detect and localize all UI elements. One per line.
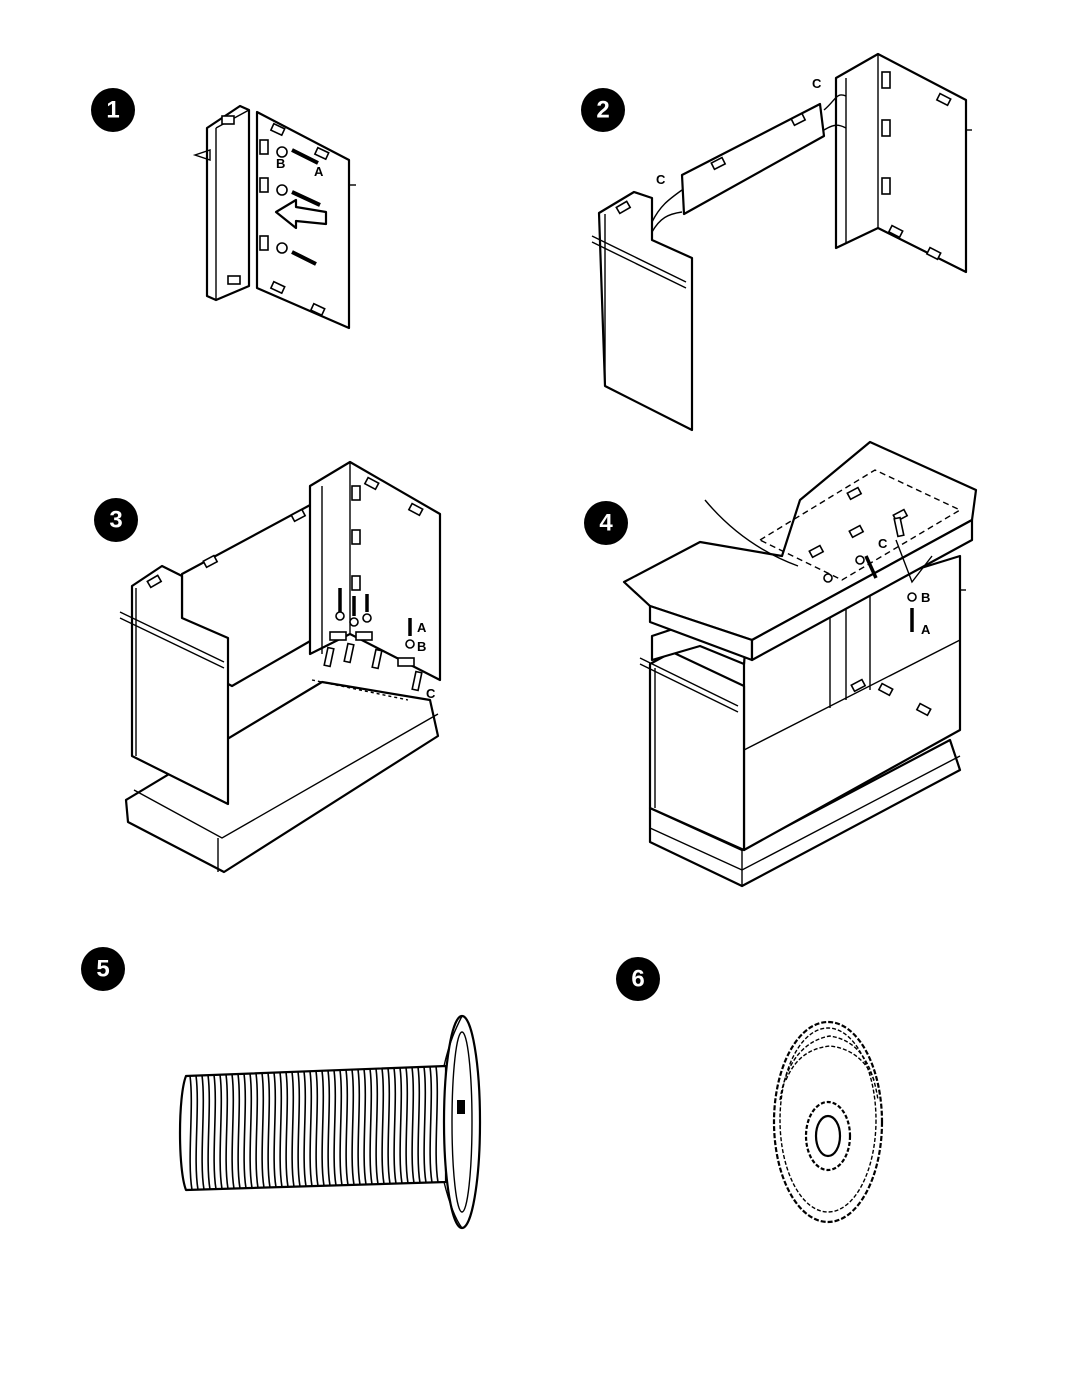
right-side-panel (834, 52, 968, 274)
thread-line (201, 1075, 205, 1190)
label-b: B (276, 156, 285, 171)
thread-line (213, 1074, 217, 1190)
thread-line (357, 1069, 361, 1185)
label-c: C (878, 536, 888, 551)
screw-a (291, 148, 321, 266)
thread-line (321, 1070, 325, 1186)
step-4: 4 C (584, 440, 978, 888)
step-4-badge (584, 501, 628, 545)
washer-closeup-icon (772, 1020, 884, 1224)
thread-line (333, 1070, 337, 1186)
thread-line (243, 1073, 247, 1189)
thread-line (381, 1068, 385, 1185)
thread-line (375, 1068, 379, 1185)
step-2-number: 2 (596, 97, 609, 124)
label-b: B (417, 639, 426, 654)
top-side-edge (750, 518, 974, 662)
thread-line (225, 1074, 229, 1189)
thread-line (285, 1072, 289, 1188)
left-side-panel (597, 190, 694, 432)
screw-closeup-icon (178, 1014, 482, 1230)
thread-line (249, 1073, 253, 1189)
thread-line (399, 1067, 403, 1184)
step-6-number: 6 (631, 966, 644, 993)
thread-line (303, 1071, 307, 1187)
thread-line (231, 1074, 235, 1189)
thread-line (339, 1069, 343, 1186)
step-2-badge (581, 88, 625, 132)
thread-line (237, 1073, 241, 1189)
label-a: A (314, 164, 324, 179)
thread-line (351, 1069, 355, 1186)
thread-line (423, 1066, 427, 1183)
step-5-number: 5 (96, 956, 109, 983)
back-rail (680, 102, 826, 216)
step-5-badge (81, 947, 125, 991)
direction-arrow-icon (274, 198, 328, 230)
label-c-top: C (812, 76, 822, 91)
step-6-badge (616, 957, 660, 1001)
step-4-number: 4 (599, 510, 613, 537)
washer-b (335, 611, 415, 649)
thread-line (435, 1066, 439, 1183)
label-a: A (921, 622, 931, 637)
thread-line (279, 1072, 283, 1188)
step-1-badge (91, 88, 135, 132)
label-a: A (417, 620, 427, 635)
step-2: 2 C C (581, 52, 972, 432)
thread-line (291, 1071, 295, 1187)
thread-line (255, 1073, 259, 1188)
thread-line (273, 1072, 277, 1188)
step-5: 5 (81, 947, 482, 1230)
thread-line (387, 1068, 391, 1184)
step-3: 3 (94, 460, 442, 874)
thread-line (393, 1067, 397, 1184)
thread-line (195, 1075, 199, 1190)
washer-b (276, 146, 288, 254)
label-c: C (426, 686, 436, 701)
step-1-number: 1 (106, 97, 119, 124)
thread-line (207, 1075, 211, 1190)
left-side-panel-3 (130, 564, 230, 806)
thread-line (267, 1072, 271, 1188)
washer-b (907, 592, 917, 602)
step-3-badge (94, 498, 138, 542)
thread-line (369, 1068, 373, 1185)
thread-line (429, 1066, 433, 1183)
dowel-c (323, 642, 423, 692)
label-c-left: C (656, 172, 666, 187)
thread-line (345, 1069, 349, 1186)
thread-line (219, 1074, 223, 1190)
step-1: 1 B A (91, 88, 356, 330)
thread-line (315, 1070, 319, 1187)
screw-a (338, 588, 412, 636)
label-b: B (921, 590, 930, 605)
thread-line (189, 1075, 193, 1191)
thread-line (417, 1066, 421, 1183)
thread-line (411, 1067, 415, 1184)
thread-line (327, 1070, 331, 1186)
cam-lock (227, 275, 241, 285)
side-post (205, 104, 251, 302)
thread-line (261, 1072, 265, 1188)
thread-line (405, 1067, 409, 1184)
step-3-number: 3 (109, 507, 122, 534)
step-6: 6 (616, 957, 884, 1224)
thread-line (309, 1071, 313, 1187)
cam-lock (221, 115, 235, 125)
thread-line (297, 1071, 301, 1187)
thread-line (363, 1069, 367, 1185)
